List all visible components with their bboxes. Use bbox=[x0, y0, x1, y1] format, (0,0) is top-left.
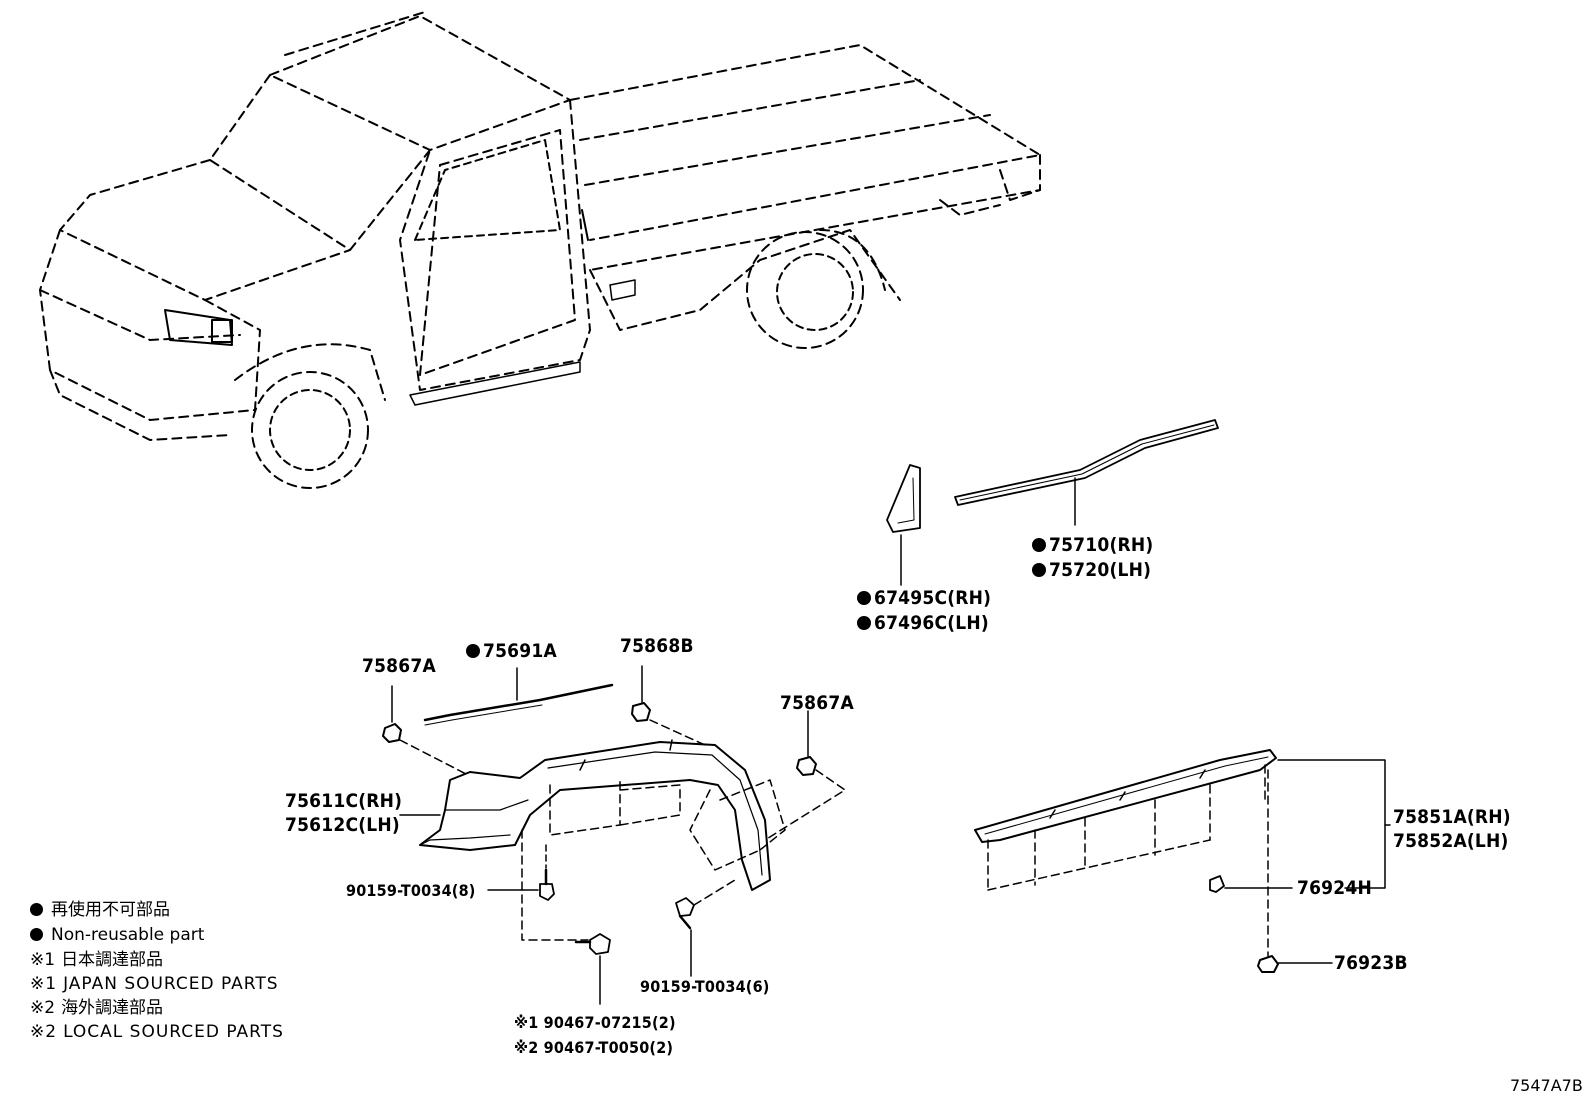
callout-67495c: 67495C(RH) bbox=[857, 589, 991, 608]
fender-flare-group-drawing bbox=[382, 665, 846, 1005]
callout-75611c: 75611C(RH) bbox=[285, 792, 402, 811]
legend-japan-jp-text: 日本調達部品 bbox=[61, 950, 164, 970]
legend-nonreusable-jp: 再使用不可部品 bbox=[30, 902, 170, 919]
callout-75691a-text: 75691A bbox=[483, 640, 557, 662]
door-belt-moulding-drawing bbox=[954, 419, 1219, 526]
callout-90159-8-text: 90159-T0034(8) bbox=[346, 881, 476, 900]
non-reusable-dot-icon bbox=[1032, 538, 1046, 552]
legend-nonreusable-en: Non-reusable part bbox=[30, 927, 204, 944]
callout-90159-6: 90159-T0034(6) bbox=[640, 979, 770, 995]
callout-75612c: 75612C(LH) bbox=[285, 816, 400, 835]
callout-90159-6-text: 90159-T0034(6) bbox=[640, 977, 770, 996]
non-reusable-dot-icon bbox=[857, 616, 871, 630]
callout-75851a-text: 75851A(RH) bbox=[1393, 806, 1511, 828]
note1-marker: ※1 bbox=[30, 974, 58, 994]
callout-75867a-left: 75867A bbox=[362, 657, 436, 676]
callout-75720: 75720(LH) bbox=[1032, 561, 1151, 580]
note2-marker: ※2 bbox=[30, 998, 56, 1018]
front-corner-garnish-drawing bbox=[886, 464, 921, 586]
callout-75867a-left-text: 75867A bbox=[362, 655, 436, 677]
callout-90159-8: 90159-T0034(8) bbox=[346, 883, 476, 899]
callout-76923b: 76923B bbox=[1334, 954, 1408, 973]
callout-75611c-text: 75611C(RH) bbox=[285, 790, 403, 812]
legend-japan-en-text: JAPAN SOURCED PARTS bbox=[63, 974, 279, 994]
note2-marker: ※2 bbox=[30, 1022, 58, 1042]
non-reusable-dot-icon bbox=[30, 903, 43, 916]
callout-75720-text: 75720(LH) bbox=[1049, 559, 1152, 581]
diagram-code: 7547A7B bbox=[1510, 1076, 1583, 1095]
truck-outline bbox=[39, 11, 1041, 489]
callout-75851a: 75851A(RH) bbox=[1393, 808, 1511, 827]
callout-76924h-text: 76924H bbox=[1297, 877, 1372, 899]
callout-67496c-text: 67496C(LH) bbox=[874, 612, 989, 634]
callout-75868b-text: 75868B bbox=[620, 635, 694, 657]
callout-75612c-text: 75612C(LH) bbox=[285, 814, 400, 836]
note1-marker: ※1 bbox=[30, 950, 56, 970]
callout-75867a-right-text: 75867A bbox=[780, 692, 854, 714]
callout-67495c-text: 67495C(RH) bbox=[874, 587, 992, 609]
callout-75867a-right: 75867A bbox=[780, 694, 854, 713]
legend-nonreusable-jp-text: 再使用不可部品 bbox=[51, 900, 170, 920]
non-reusable-dot-icon bbox=[857, 591, 871, 605]
callout-90467-t0050: ※2 90467-T0050(2) bbox=[514, 1040, 673, 1056]
note1-marker: ※1 bbox=[514, 1013, 539, 1032]
callout-75868b: 75868B bbox=[620, 637, 694, 656]
callout-76923b-text: 76923B bbox=[1334, 952, 1408, 974]
legend-nonreusable-en-text: Non-reusable part bbox=[51, 925, 205, 945]
non-reusable-dot-icon bbox=[466, 644, 480, 658]
callout-76924h: 76924H bbox=[1297, 879, 1372, 898]
callout-75710: 75710(RH) bbox=[1032, 536, 1153, 555]
callout-90467-07215: ※1 90467-07215(2) bbox=[514, 1015, 676, 1031]
callout-75852a-text: 75852A(LH) bbox=[1393, 830, 1509, 852]
legend-local-en-text: LOCAL SOURCED PARTS bbox=[63, 1022, 284, 1042]
callout-90467-t0050-text: 90467-T0050(2) bbox=[543, 1038, 674, 1057]
callout-90467-07215-text: 90467-07215(2) bbox=[543, 1013, 676, 1032]
callout-75852a: 75852A(LH) bbox=[1393, 832, 1509, 851]
legend-local-jp-text: 海外調達部品 bbox=[61, 998, 164, 1018]
note2-marker: ※2 bbox=[514, 1038, 539, 1057]
non-reusable-dot-icon bbox=[30, 928, 43, 941]
callout-75710-text: 75710(RH) bbox=[1049, 534, 1154, 556]
callout-75691a: 75691A bbox=[466, 642, 557, 661]
callout-67496c: 67496C(LH) bbox=[857, 614, 989, 633]
non-reusable-dot-icon bbox=[1032, 563, 1046, 577]
rocker-moulding-drawing bbox=[974, 749, 1391, 973]
